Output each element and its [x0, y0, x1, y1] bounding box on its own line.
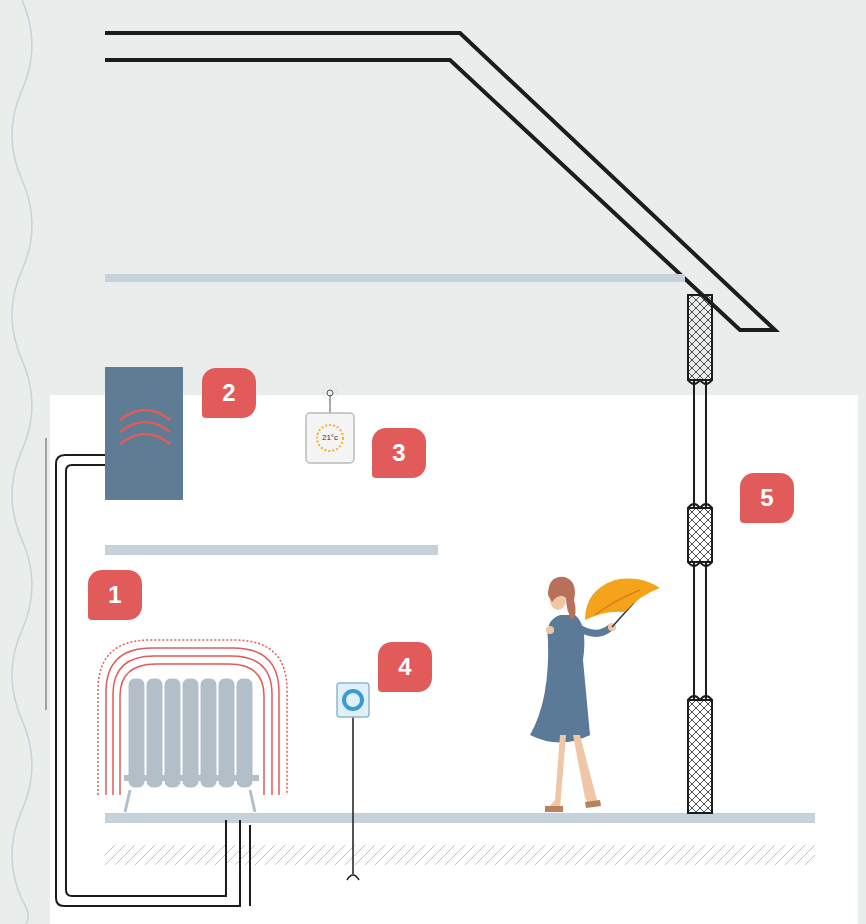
woman-figure: [530, 577, 660, 812]
callout-badge: 2: [202, 368, 256, 418]
callout-badge: 3: [372, 428, 426, 478]
callout-number: 5: [760, 486, 773, 510]
thermostat-reading: 21°c: [322, 434, 338, 442]
callout-number: 2: [222, 381, 235, 405]
callout-badge: 4: [378, 642, 432, 692]
callout-badge: 1: [88, 570, 142, 620]
callout-number: 3: [392, 441, 405, 465]
callout-number: 1: [108, 583, 121, 607]
callout-number: 4: [398, 655, 411, 679]
callout-badge: 5: [740, 473, 794, 523]
